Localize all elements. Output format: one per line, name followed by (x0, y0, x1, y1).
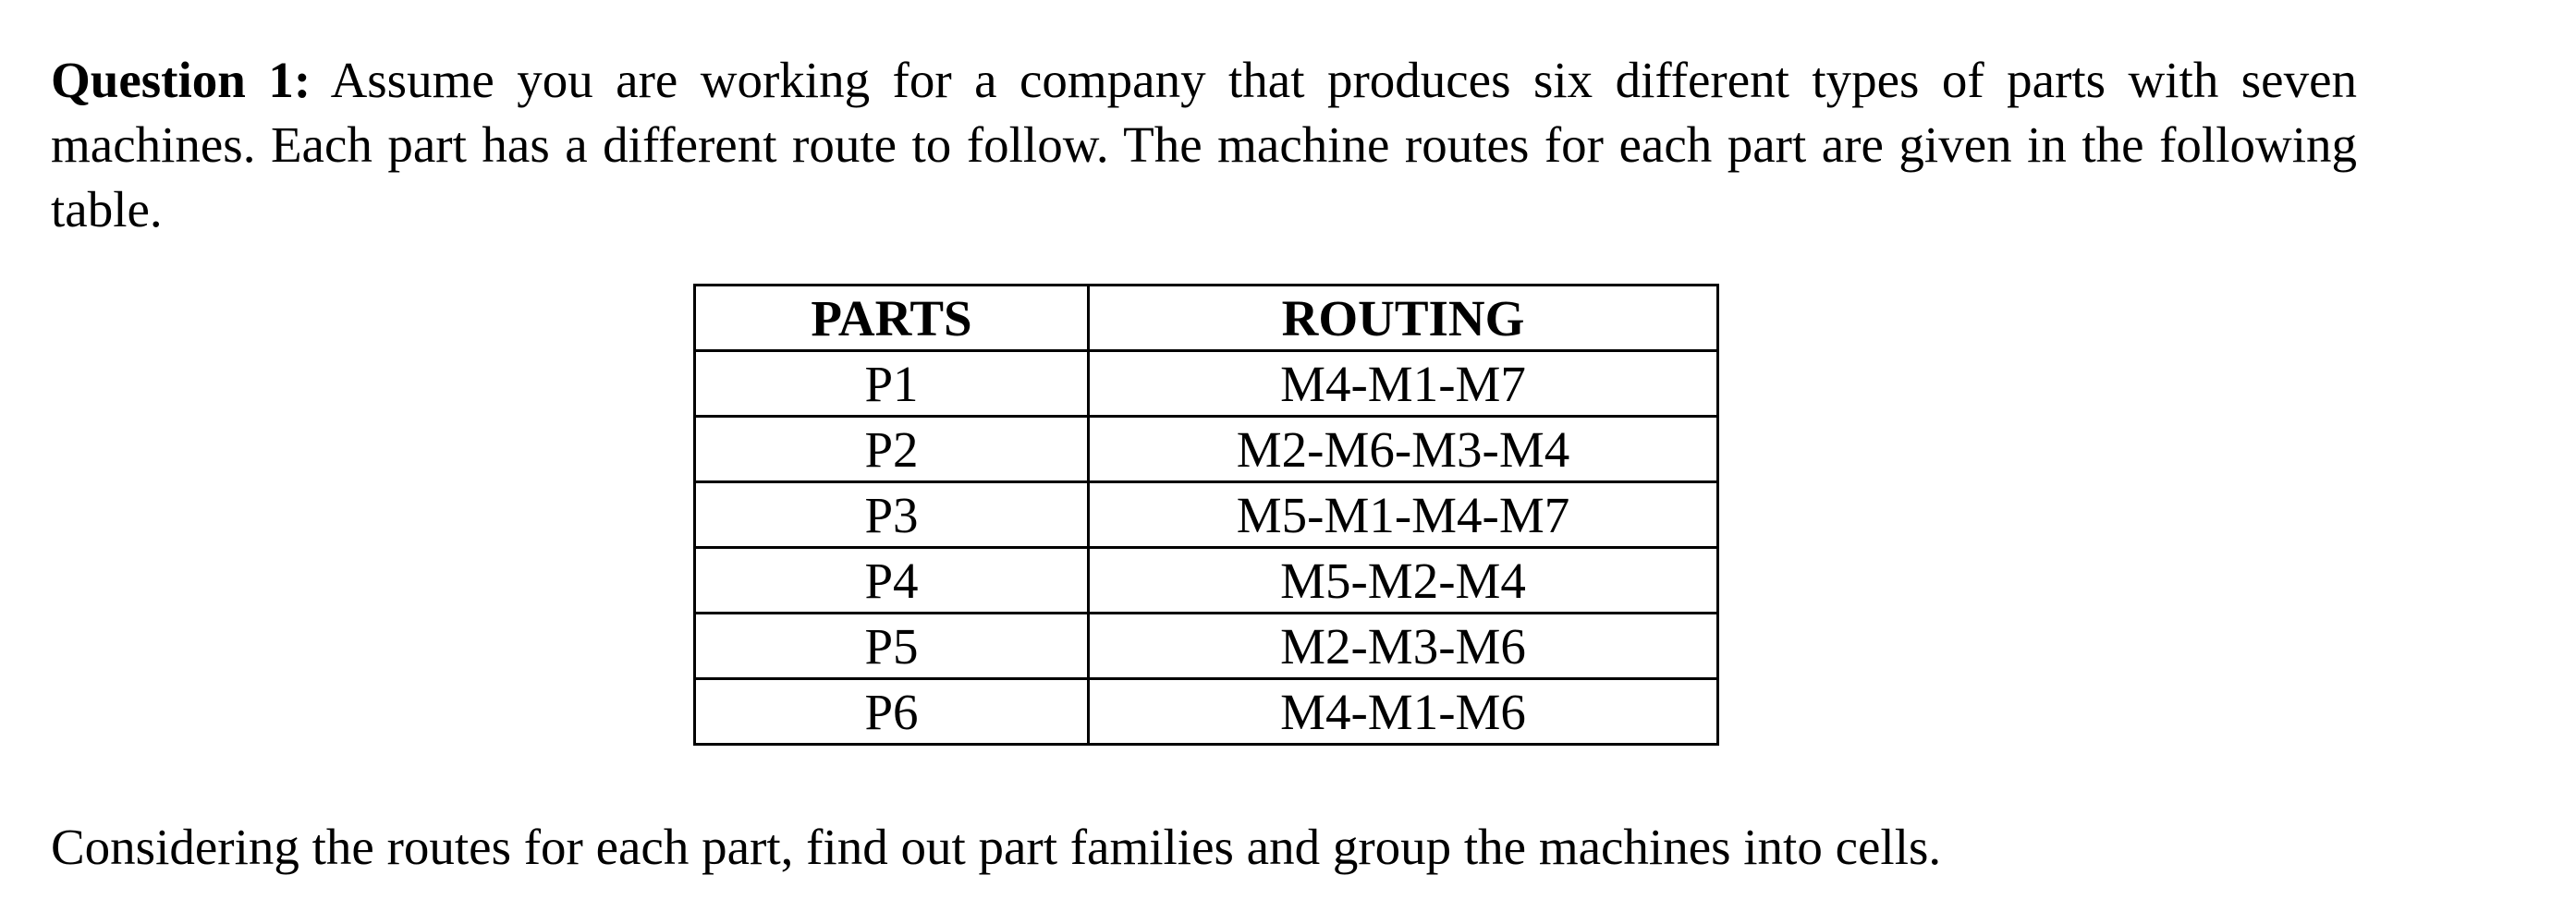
question-line-2: machines. Each part has a different rout… (51, 116, 2357, 173)
closing-paragraph: Considering the routes for each part, fi… (51, 819, 1942, 875)
part-cell: P2 (693, 415, 1090, 483)
parts-header-cell: PARTS (693, 284, 1090, 352)
question-line-1: Question 1: Assume you are working for a… (51, 48, 2357, 113)
parts-routing-table: PARTS ROUTING P1 M4-M1-M7 P2 M2-M6-M3-M4… (693, 284, 1719, 746)
table-row: P1 M4-M1-M7 (693, 349, 1719, 418)
routing-cell: M5-M2-M4 (1087, 546, 1719, 614)
table-row: P4 M5-M2-M4 (693, 546, 1719, 614)
question-line-1-text: Assume you are working for a company tha… (330, 52, 2357, 108)
routing-cell: M4-M1-M6 (1087, 677, 1719, 746)
routing-cell: M2-M6-M3-M4 (1087, 415, 1719, 483)
question-paragraph: Question 1: Assume you are working for a… (51, 48, 2357, 242)
table-row: P6 M4-M1-M6 (693, 677, 1719, 746)
table-row: P2 M2-M6-M3-M4 (693, 415, 1719, 483)
question-label: Question 1: (51, 52, 311, 108)
part-cell: P6 (693, 677, 1090, 746)
part-cell: P4 (693, 546, 1090, 614)
table-row: P3 M5-M1-M4-M7 (693, 480, 1719, 549)
routing-cell: M2-M3-M6 (1087, 612, 1719, 680)
table-header-row: PARTS ROUTING (693, 284, 1719, 352)
routing-cell: M4-M1-M7 (1087, 349, 1719, 418)
table-row: P5 M2-M3-M6 (693, 612, 1719, 680)
routing-cell: M5-M1-M4-M7 (1087, 480, 1719, 549)
part-cell: P1 (693, 349, 1090, 418)
part-cell: P5 (693, 612, 1090, 680)
question-line-3: table. (51, 181, 163, 237)
routing-header-cell: ROUTING (1087, 284, 1719, 352)
part-cell: P3 (693, 480, 1090, 549)
